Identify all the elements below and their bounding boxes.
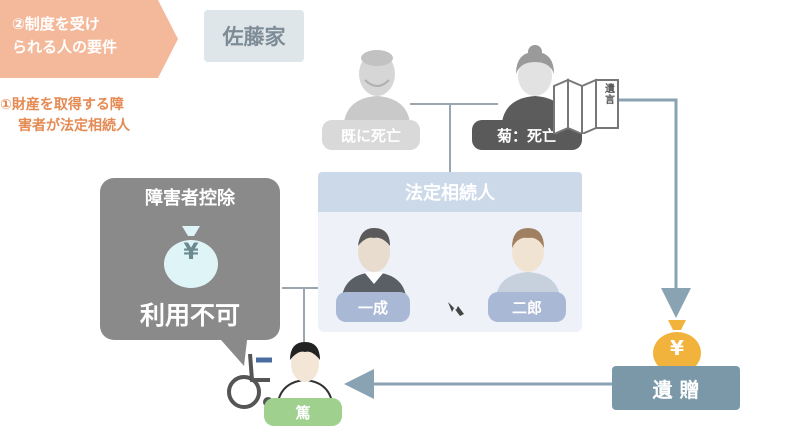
section-tag-line2: られる人の要件 xyxy=(12,38,118,56)
bubble-tail xyxy=(214,332,248,366)
grandfather-icon xyxy=(344,50,410,122)
pointer-hand-icon xyxy=(448,302,464,316)
section-tag-line1: ②制度を受け xyxy=(12,15,100,33)
requirement-line1: ①財産を取得する障 xyxy=(0,97,124,113)
son2-label: 二郎 xyxy=(488,292,566,322)
bequest-label: 遺 贈 xyxy=(612,366,740,410)
deduction-status: 利用不可 xyxy=(139,301,240,330)
grandmother-icon xyxy=(502,45,568,122)
son1-icon xyxy=(342,228,406,296)
yen-symbol-bequest: ¥ xyxy=(670,336,684,360)
requirement-line2: 害者が法定相続人 xyxy=(18,118,130,134)
bequest-money-bag-icon xyxy=(653,320,701,374)
grandmother-label: 菊：死亡 xyxy=(472,120,582,150)
yen-symbol-deduction: ¥ xyxy=(183,240,199,265)
section-tag xyxy=(0,0,178,78)
money-bag-icon xyxy=(164,226,218,288)
son1-label: 一成 xyxy=(336,292,410,322)
grandfather-label: 既に死亡 xyxy=(322,120,420,150)
grandchild-icon xyxy=(276,342,334,402)
heirs-title: 法定相続人 xyxy=(318,172,582,212)
will-label: 遺言 xyxy=(605,84,615,106)
will-document-icon xyxy=(553,78,619,134)
family-label: 佐藤家 xyxy=(204,10,304,62)
deduction-title: 障害者控除 xyxy=(145,188,235,209)
grandchild-label: 篤 xyxy=(264,398,342,426)
son2-icon xyxy=(496,228,560,296)
